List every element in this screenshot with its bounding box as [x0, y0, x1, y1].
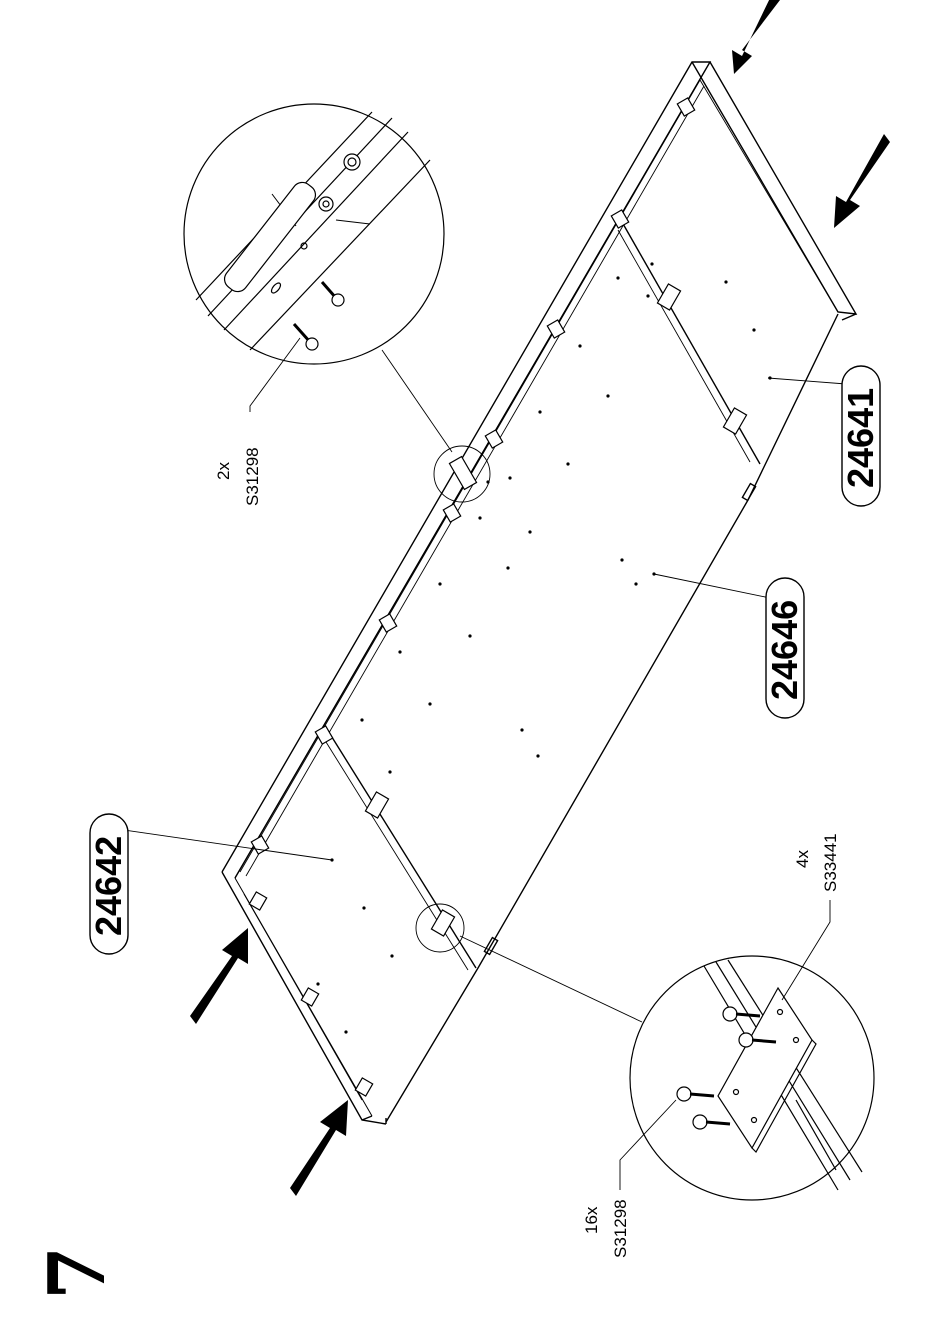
part-label-24646: 24646 — [654, 574, 805, 718]
qty-label: 4x — [793, 850, 812, 868]
part-code-label: S31298 — [611, 1199, 630, 1258]
part-label-24641: 24641 — [768, 366, 881, 506]
hole-dots — [316, 262, 771, 1033]
detail-circle-bottom — [416, 900, 874, 1200]
qty-label: 2x — [214, 462, 233, 480]
part-number-text: 24642 — [88, 836, 129, 936]
arrow-icon — [290, 1100, 348, 1196]
part-number-text: 24646 — [764, 600, 805, 700]
part-number-text: 24641 — [840, 388, 881, 488]
arrow-icon — [834, 134, 890, 228]
part-code-label: S33441 — [821, 833, 840, 892]
arrow-icon — [732, 0, 780, 74]
qty-label: 16x — [582, 1206, 601, 1234]
part-label-24642: 24642 — [88, 814, 332, 954]
detail-circle-top — [184, 104, 490, 502]
step-number: 7 — [32, 1246, 123, 1300]
part-code-label: S31298 — [243, 447, 262, 506]
arrow-icon — [190, 928, 248, 1024]
